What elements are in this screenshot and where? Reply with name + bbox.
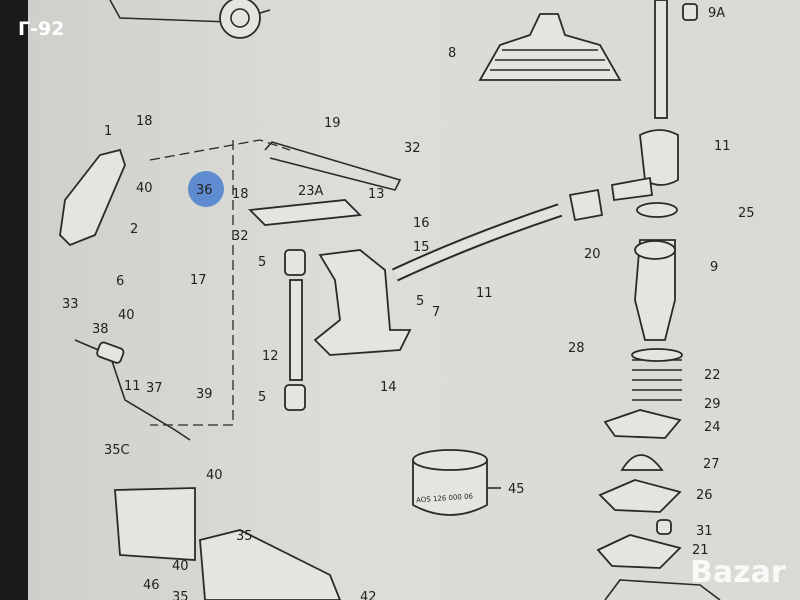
part-45-cylinder: AOS 126 000 06 xyxy=(412,449,488,516)
part-label: 29 xyxy=(704,397,721,412)
part-label: 40 xyxy=(206,468,223,483)
part-label: 40 xyxy=(172,559,189,574)
spring xyxy=(631,348,683,401)
part-label: 32 xyxy=(404,141,421,156)
part-label: 21 xyxy=(692,543,709,558)
watermark-logo: Bazar xyxy=(690,555,786,590)
part-label: 5 xyxy=(416,294,424,309)
part-label: 42 xyxy=(360,590,377,600)
car-illustration xyxy=(109,0,271,39)
part-label: 46 xyxy=(143,578,160,593)
part-label: 2 xyxy=(130,222,138,237)
part-label: 40 xyxy=(136,181,153,196)
part-label: 35 xyxy=(172,590,189,600)
shift-boot xyxy=(478,13,622,81)
part-labels: 9A 8 11 1 18 19 32 40 18 23A 13 25 16 15… xyxy=(62,6,755,600)
part-label: 14 xyxy=(380,380,397,395)
part-label: 20 xyxy=(584,247,601,262)
part-label: 18 xyxy=(232,187,249,202)
part-label: 33 xyxy=(62,297,79,312)
part-label: 24 xyxy=(704,420,721,435)
cylinder-part-number: AOS 126 000 06 xyxy=(416,492,474,504)
part-label: 16 xyxy=(413,216,430,231)
part-label: 11 xyxy=(476,286,493,301)
part-label: 12 xyxy=(262,349,279,364)
part-label: 18 xyxy=(136,114,153,129)
part-label: 28 xyxy=(568,341,585,356)
gear-lever xyxy=(654,0,668,119)
part-label: 17 xyxy=(190,273,207,288)
part-label: 11 xyxy=(124,379,141,394)
part-label: 22 xyxy=(704,368,721,383)
part-label: 6 xyxy=(116,274,124,289)
part-label: 5 xyxy=(258,390,266,405)
part-label: 40 xyxy=(118,308,135,323)
part-label: 25 xyxy=(738,206,755,221)
part-label: 31 xyxy=(696,524,713,539)
part-label: 13 xyxy=(368,187,385,202)
part-label: 9A xyxy=(708,6,725,21)
part-label: 8 xyxy=(448,46,456,61)
part-label: 5 xyxy=(258,255,266,270)
part-label: 11 xyxy=(714,139,731,154)
part-label: 23A xyxy=(298,184,324,199)
part-label: 7 xyxy=(432,305,440,320)
highlight-label: 36 xyxy=(196,183,213,198)
part-label: 35 xyxy=(236,529,253,544)
part-label: 38 xyxy=(92,322,109,337)
part-label: 15 xyxy=(413,240,430,255)
part-label: 37 xyxy=(146,381,163,396)
part-label: 19 xyxy=(324,116,341,131)
part-label: 26 xyxy=(696,488,713,503)
highlight-marker xyxy=(188,171,224,207)
part-label: 27 xyxy=(703,457,720,472)
part-label: 39 xyxy=(196,387,213,402)
part-label: 45 xyxy=(508,482,525,497)
part-label: 35C xyxy=(104,443,130,458)
part-label: 32 xyxy=(232,229,249,244)
part-label: 1 xyxy=(104,124,112,139)
part-label: 9 xyxy=(710,260,718,275)
screen-label: Г-92 xyxy=(18,18,65,40)
